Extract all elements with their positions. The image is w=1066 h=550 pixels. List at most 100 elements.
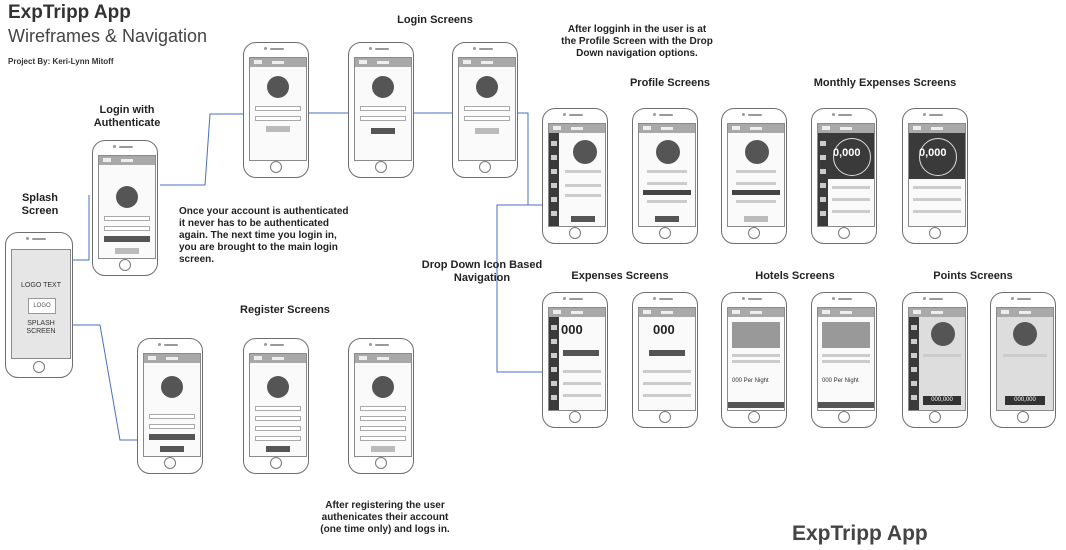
phone-hotels-2: 000 Per Night xyxy=(811,292,877,428)
app-subtitle: Wireframes & Navigation xyxy=(8,26,208,46)
email-field[interactable] xyxy=(104,216,150,221)
label-dropdown-navigation: Drop Down Icon Based Navigation xyxy=(421,259,543,284)
hotel-price: 000 Per Night xyxy=(732,378,769,384)
confirm-password-field[interactable] xyxy=(255,436,301,441)
label-register: Register Screens xyxy=(240,304,330,316)
phone-login-2 xyxy=(348,42,414,178)
password-field[interactable] xyxy=(255,426,301,431)
phone-login-1 xyxy=(243,42,309,178)
phone-login-3 xyxy=(452,42,518,178)
profile-photo-icon xyxy=(573,140,597,164)
connector-auth-to-login xyxy=(160,113,243,186)
phone-profile-1 xyxy=(542,108,608,244)
label-points: Points Screens xyxy=(933,270,1013,282)
phone-register-1 xyxy=(137,338,203,474)
register-button[interactable] xyxy=(371,446,395,452)
email-field[interactable] xyxy=(255,106,301,111)
password-field[interactable] xyxy=(360,426,406,431)
logout-button[interactable] xyxy=(744,216,768,222)
email-field[interactable] xyxy=(360,416,406,421)
label-expenses: Expenses Screens xyxy=(571,270,669,282)
name-field[interactable] xyxy=(360,406,406,411)
register-button[interactable] xyxy=(266,446,290,452)
confirm-password-field[interactable] xyxy=(360,436,406,441)
label-splash: Splash Screen xyxy=(21,192,59,217)
password-field[interactable] xyxy=(464,116,510,121)
splash-screen: LOGO TEXT LOGO SPLASH SCREEN xyxy=(11,249,71,359)
phone-points-1: 000,000 xyxy=(902,292,968,428)
dropdown-menu[interactable] xyxy=(818,133,828,226)
logout-button[interactable] xyxy=(571,216,595,222)
user-photo-icon xyxy=(161,376,183,398)
dropdown-menu[interactable] xyxy=(909,317,919,410)
profile-photo-icon xyxy=(1013,322,1037,346)
profile-photo-icon xyxy=(931,322,955,346)
email-field[interactable] xyxy=(360,106,406,111)
register-button[interactable] xyxy=(160,446,184,452)
phone-monthly-2: 0,000 xyxy=(902,108,968,244)
expenses-total: 000 xyxy=(561,322,583,337)
phone-expenses-1: 000 xyxy=(542,292,608,428)
phone-splash: LOGO TEXT LOGO SPLASH SCREEN xyxy=(5,232,73,378)
password-field[interactable] xyxy=(149,424,195,429)
note-authentication: Once your account is authenticated it ne… xyxy=(179,206,349,265)
user-photo-icon xyxy=(372,76,394,98)
phone-hotels-1: 000 Per Night xyxy=(721,292,787,428)
password-field[interactable] xyxy=(104,226,150,231)
logout-button[interactable] xyxy=(655,216,679,222)
email-field[interactable] xyxy=(149,414,195,419)
login-button[interactable] xyxy=(371,128,395,134)
user-photo-icon xyxy=(267,376,289,398)
book-button[interactable] xyxy=(818,402,874,408)
connector-splash-to-auth xyxy=(71,195,90,261)
monthly-total-2: 0,000 xyxy=(919,147,947,159)
password-field[interactable] xyxy=(255,116,301,121)
hotel-photo xyxy=(822,322,870,348)
label-hotels: Hotels Screens xyxy=(755,270,835,282)
phone-expenses-2: 000 xyxy=(632,292,698,428)
points-total: 000,000 xyxy=(923,396,961,405)
login-button[interactable] xyxy=(475,128,499,134)
project-byline: Project By: Keri-Lynn Mitoff xyxy=(8,57,114,66)
footer-title: ExpTripp App xyxy=(792,522,928,545)
password-field[interactable] xyxy=(360,116,406,121)
label-profile: Profile Screens xyxy=(629,77,711,89)
user-photo-icon xyxy=(476,76,498,98)
splash-label: SPLASH SCREEN xyxy=(26,320,56,335)
user-photo-icon xyxy=(267,76,289,98)
dropdown-menu[interactable] xyxy=(549,133,559,226)
phone-register-3 xyxy=(348,338,414,474)
profile-photo-icon xyxy=(745,140,769,164)
profile-photo-icon xyxy=(656,140,680,164)
email-field[interactable] xyxy=(464,106,510,111)
phone-monthly-1: 0,000 xyxy=(811,108,877,244)
monthly-total: 0,000 xyxy=(833,147,861,159)
phone-profile-2 xyxy=(632,108,698,244)
submit-button[interactable] xyxy=(649,350,685,356)
user-photo-icon xyxy=(372,376,394,398)
app-title: ExpTripp App xyxy=(8,2,131,23)
splash-logo: LOGO xyxy=(33,303,51,309)
phone-profile-3 xyxy=(721,108,787,244)
authenticate-button[interactable] xyxy=(266,126,290,132)
phone-register-2 xyxy=(243,338,309,474)
dropdown-menu[interactable] xyxy=(549,317,559,410)
note-after-login: After logginh in the user is at the Prof… xyxy=(561,24,713,59)
points-total-2: 000,000 xyxy=(1005,396,1045,405)
authenticate-button[interactable] xyxy=(104,236,150,242)
label-login-auth: Login with Authenticate xyxy=(93,104,161,129)
register-button[interactable] xyxy=(115,248,139,254)
note-after-register: After registering the user authenicates … xyxy=(320,500,450,535)
connector-splash-to-register xyxy=(71,324,137,441)
name-field[interactable] xyxy=(255,406,301,411)
splash-logo-text: LOGO TEXT xyxy=(21,282,61,289)
submit-button[interactable] xyxy=(563,350,599,356)
book-button[interactable] xyxy=(728,402,784,408)
authenticate-button[interactable] xyxy=(149,434,195,440)
user-photo-icon xyxy=(116,186,138,208)
hotel-photo xyxy=(732,322,780,348)
expenses-total-2: 000 xyxy=(653,322,675,337)
email-field[interactable] xyxy=(255,416,301,421)
label-login: Login Screens xyxy=(397,14,473,26)
